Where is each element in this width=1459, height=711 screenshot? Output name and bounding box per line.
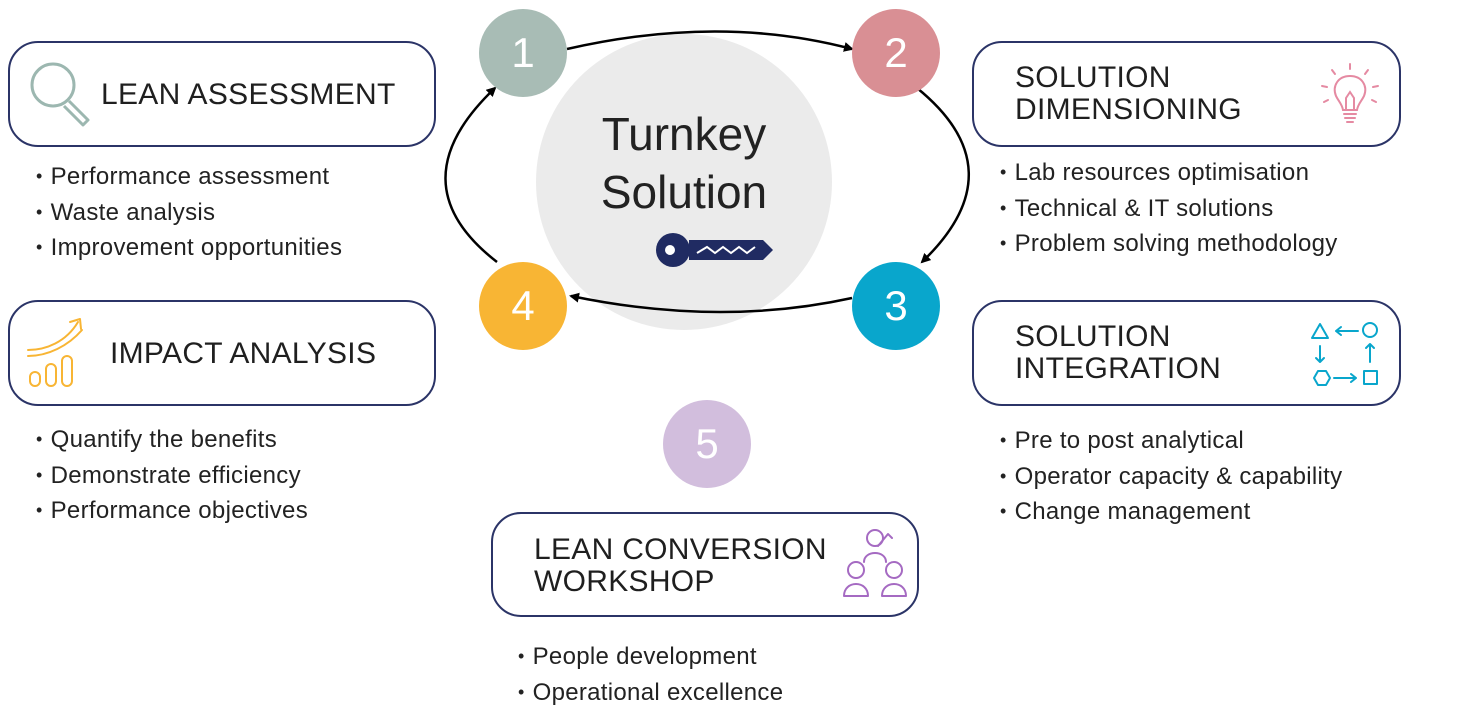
- step-5-circle: 5: [663, 400, 751, 488]
- list-item: Pre to post analytical: [1000, 424, 1342, 460]
- step-1-circle: 1: [479, 9, 567, 97]
- impact-analysis-bullets: Quantify the benefits Demonstrate effici…: [36, 423, 308, 530]
- people-group-icon: [840, 526, 910, 602]
- lean-assessment-title: LEAN ASSESSMENT: [101, 79, 396, 111]
- list-item: Operator capacity & capability: [1000, 460, 1342, 496]
- list-item: Performance objectives: [36, 494, 308, 530]
- arrow-1-to-2: [567, 32, 852, 50]
- list-item: People development: [518, 640, 783, 676]
- arrow-2-to-3: [917, 88, 969, 262]
- solution-dimensioning-bullets: Lab resources optimisation Technical & I…: [1000, 156, 1338, 263]
- list-item: Change management: [1000, 495, 1342, 531]
- list-item: Waste analysis: [36, 196, 342, 232]
- step-3-circle: 3: [852, 262, 940, 350]
- growth-chart-icon: [26, 316, 86, 388]
- list-item: Technical & IT solutions: [1000, 192, 1338, 228]
- lean-assessment-bullets: Performance assessment Waste analysis Im…: [36, 160, 342, 267]
- lean-conversion-workshop-bullets: People development Operational excellenc…: [518, 640, 783, 711]
- impact-analysis-title: IMPACT ANALYSIS: [110, 338, 376, 370]
- lightbulb-icon: [1318, 60, 1382, 132]
- arrow-3-to-4: [571, 296, 852, 312]
- step-4-circle: 4: [479, 262, 567, 350]
- list-item: Problem solving methodology: [1000, 227, 1338, 263]
- list-item: Improvement opportunities: [36, 231, 342, 267]
- solution-integration-bullets: Pre to post analytical Operator capacity…: [1000, 424, 1342, 531]
- list-item: Lab resources optimisation: [1000, 156, 1338, 192]
- process-flow-icon: [1310, 318, 1382, 388]
- solution-integration-title: SOLUTION INTEGRATION: [1015, 321, 1221, 385]
- arrow-4-to-1: [445, 88, 497, 262]
- magnifier-icon: [26, 58, 96, 128]
- solution-dimensioning-title: SOLUTION DIMENSIONING: [1015, 62, 1242, 126]
- list-item: Performance assessment: [36, 160, 342, 196]
- list-item: Quantify the benefits: [36, 423, 308, 459]
- lean-conversion-workshop-title: LEAN CONVERSION WORKSHOP: [534, 534, 827, 598]
- step-2-circle: 2: [852, 9, 940, 97]
- list-item: Demonstrate efficiency: [36, 459, 308, 495]
